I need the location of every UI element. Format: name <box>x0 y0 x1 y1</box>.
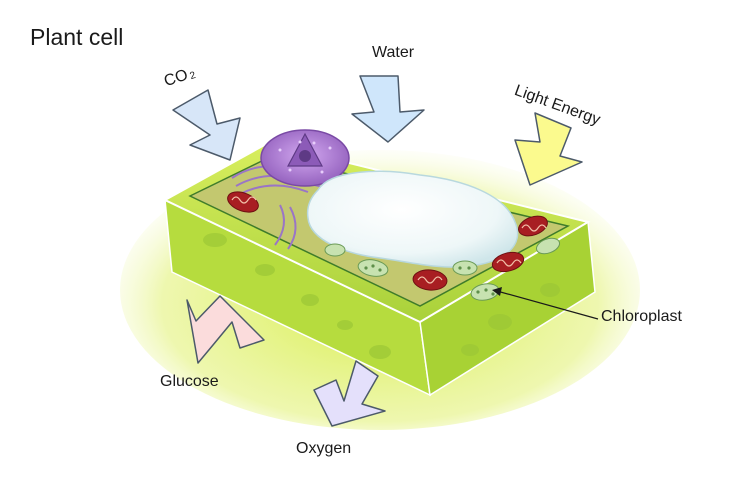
chloroplast-label: Chloroplast <box>601 308 682 325</box>
nucleus <box>260 129 350 187</box>
diagram-title: Plant cell <box>30 24 124 50</box>
chloroplasts <box>324 237 561 301</box>
glucose-arrow <box>186 295 265 364</box>
oxygen-arrow <box>313 360 386 427</box>
vacuole <box>306 170 519 268</box>
oxygen-label: Oxygen <box>296 440 352 457</box>
light-arrow <box>514 112 583 186</box>
chloroplast-leader-arrowhead <box>492 287 502 296</box>
cell-texture <box>203 233 560 359</box>
chloroplast-leader-line <box>496 290 599 320</box>
co2-arrow <box>172 89 241 161</box>
plant-cell <box>162 129 596 397</box>
glucose-label: Glucose <box>160 373 219 390</box>
water-label: Water <box>372 44 415 61</box>
water-arrow <box>351 75 425 143</box>
